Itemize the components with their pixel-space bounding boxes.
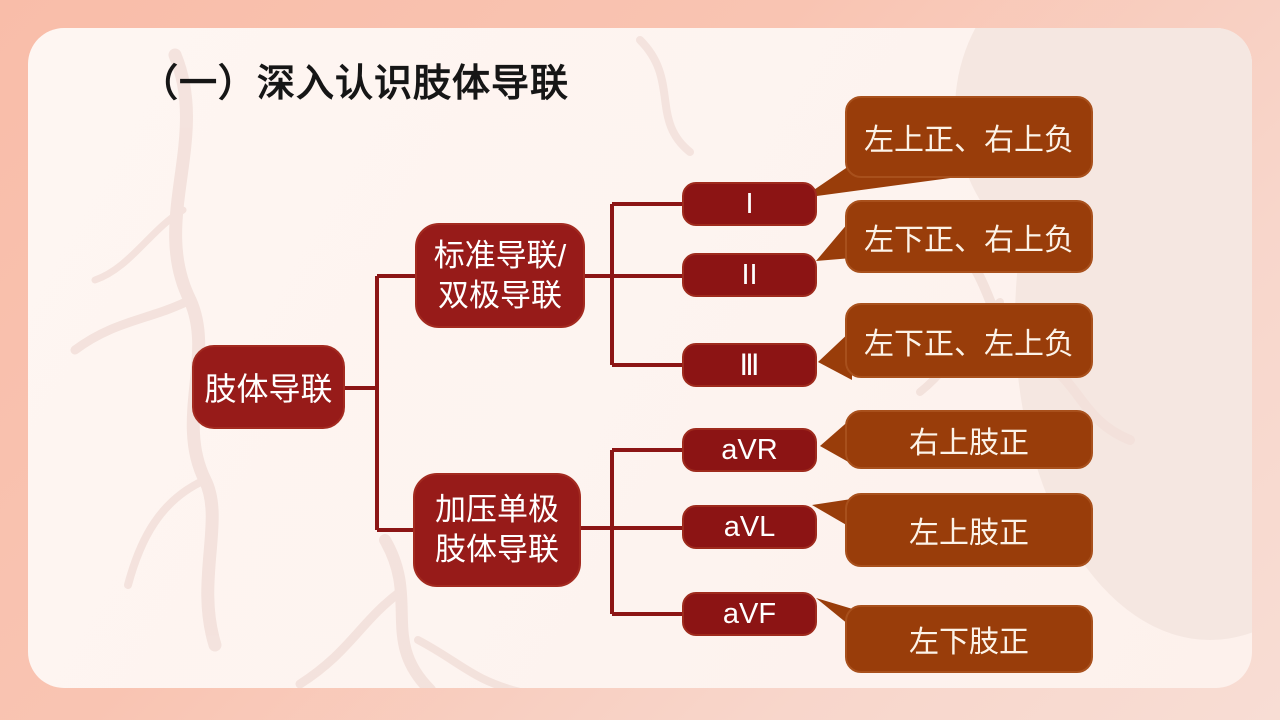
callout-lead-I-text: 左上正、右上负 xyxy=(864,124,1074,157)
callout-lead-aVL-polarity: 左上肢正 xyxy=(845,493,1093,567)
lead-III-label: Ⅲ xyxy=(739,349,760,382)
node-lead-aVR: aVR xyxy=(682,428,817,472)
callout-lead-II-polarity: 左下正、右上负 xyxy=(845,200,1093,273)
node-lead-II: II xyxy=(682,253,817,297)
callout-lead-III-polarity: 左下正、左上负 xyxy=(845,303,1093,378)
callout-lead-aVR-polarity: 右上肢正 xyxy=(845,410,1093,469)
lead-aVR-label: aVR xyxy=(721,433,778,466)
lead-aVF-label: aVF xyxy=(722,597,777,630)
lead-II-label: II xyxy=(741,258,758,291)
node-lead-aVF: aVF xyxy=(682,592,817,636)
callout-lead-aVF-text: 左下肢正 xyxy=(909,626,1029,659)
node-lead-I: I xyxy=(682,182,817,226)
callout-lead-aVL-text: 左上肢正 xyxy=(909,517,1029,550)
callout-lead-I-polarity: 左上正、右上负 xyxy=(845,96,1093,178)
branch2-label-line1: 加压单极 xyxy=(435,492,559,528)
node-lead-III: Ⅲ xyxy=(682,343,817,387)
branch1-label-line1: 标准导联/ xyxy=(433,237,567,273)
tree-connectors xyxy=(345,202,682,616)
slide-title: （一）深入认识肢体导联 xyxy=(140,63,570,105)
lead-aVL-label: aVL xyxy=(723,510,776,543)
callout-lead-II-text: 左下正、右上负 xyxy=(864,223,1074,257)
node-lead-aVL: aVL xyxy=(682,505,817,549)
branch1-label-line2: 双极导联 xyxy=(438,277,562,313)
heart-silhouette-top xyxy=(955,28,1252,285)
callout-lead-aVR-text: 右上肢正 xyxy=(909,426,1029,460)
lead-I-label: I xyxy=(745,187,754,220)
node-limb-leads: 肢体导联 xyxy=(192,345,345,429)
node-augmented-unipolar-leads: 加压单极 肢体导联 xyxy=(413,473,581,587)
branch2-label-line2: 肢体导联 xyxy=(435,532,559,567)
node-limb-leads-label: 肢体导联 xyxy=(204,371,333,407)
callout-lead-aVF-polarity: 左下肢正 xyxy=(845,605,1093,673)
node-standard-bipolar-leads: 标准导联/ 双极导联 xyxy=(415,223,585,328)
callout-lead-III-text: 左下正、左上负 xyxy=(864,327,1074,361)
